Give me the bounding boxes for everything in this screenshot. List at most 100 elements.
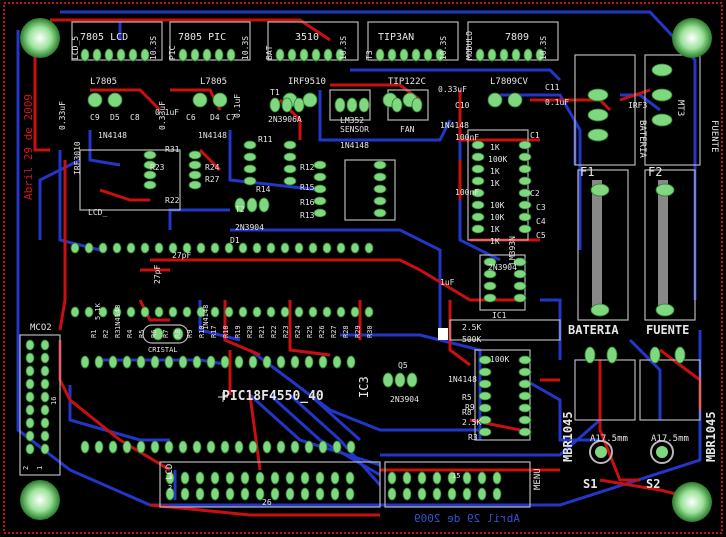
pad <box>649 346 661 364</box>
fuse-f1-label: BATERIA <box>568 323 619 337</box>
pad <box>196 242 206 254</box>
pad <box>25 430 35 442</box>
pad <box>334 97 346 113</box>
pad <box>258 197 270 213</box>
component-label: 2N3904 <box>390 395 419 404</box>
component-label: R3 <box>468 433 478 442</box>
pad <box>487 92 503 108</box>
regulator-label: TIP122C <box>388 77 426 87</box>
pad <box>478 415 492 425</box>
pad <box>387 487 397 501</box>
pad <box>513 293 527 303</box>
component-label: 27pF <box>172 251 191 260</box>
component-label: R10 <box>198 325 206 338</box>
diode-label: MBR1045 <box>704 411 718 462</box>
pad <box>276 440 286 454</box>
pad <box>483 281 497 291</box>
pad <box>80 48 90 62</box>
pad <box>535 48 545 62</box>
pad <box>302 92 318 108</box>
pad <box>432 471 442 485</box>
pad <box>518 391 532 401</box>
component-label: 26 <box>262 498 272 507</box>
component-label: 100K <box>488 155 507 164</box>
pad <box>518 355 532 365</box>
pad <box>248 355 258 369</box>
pad <box>238 242 248 254</box>
pad <box>195 487 205 501</box>
component-label: LCD_ <box>88 208 107 217</box>
pad <box>224 306 234 318</box>
component-label: FAN <box>400 125 415 134</box>
component-label: 0.33uF <box>158 101 167 130</box>
component-label: C1 <box>530 131 540 140</box>
pad <box>318 440 328 454</box>
component-label: R12 <box>300 163 315 172</box>
component-label: R22 <box>270 325 278 338</box>
component-label: R29 <box>354 325 362 338</box>
pad <box>262 355 272 369</box>
pad <box>220 440 230 454</box>
pad <box>315 471 325 485</box>
pad <box>350 242 360 254</box>
pad <box>94 440 104 454</box>
pad <box>40 378 50 390</box>
pad <box>143 180 157 190</box>
pad <box>192 355 202 369</box>
pad <box>188 170 202 180</box>
connector-right-label: FUENTE <box>709 120 719 153</box>
component-label: R23 <box>150 163 165 172</box>
component-label: R5 <box>462 393 472 402</box>
pad <box>276 355 286 369</box>
pad <box>182 242 192 254</box>
pad <box>164 355 174 369</box>
switch-s2 <box>650 440 674 464</box>
pad <box>313 184 327 194</box>
pad <box>447 471 457 485</box>
pad <box>40 417 50 429</box>
component-label: 1K <box>490 143 500 152</box>
pad <box>478 379 492 389</box>
pad <box>411 97 423 113</box>
pad <box>25 417 35 429</box>
switch-s1-rating: A17.5mm <box>590 434 628 444</box>
pad <box>70 306 80 318</box>
pad <box>590 303 610 317</box>
pad <box>178 48 188 62</box>
component-label: 1uF <box>440 278 455 287</box>
pad <box>447 487 457 501</box>
pad <box>210 242 220 254</box>
component-label: R3 <box>114 330 122 338</box>
pad <box>112 306 122 318</box>
component-label: R1 <box>90 330 98 338</box>
pad <box>246 197 258 213</box>
pad <box>518 212 532 222</box>
pad <box>587 88 609 102</box>
pad <box>40 391 50 403</box>
pad <box>25 378 35 390</box>
component-label: R23 <box>282 325 290 338</box>
pad <box>518 403 532 413</box>
component-label: 1N4148 <box>440 121 469 130</box>
component-label: R14 <box>256 185 271 194</box>
pad <box>492 471 502 485</box>
pad <box>122 440 132 454</box>
fuse-f2-label: FUENTE <box>646 323 689 337</box>
component-label: R25 <box>306 325 314 338</box>
fuse-f2-id: F2 <box>648 165 662 179</box>
pad <box>332 355 342 369</box>
pad <box>188 150 202 160</box>
pad <box>252 306 262 318</box>
pad <box>80 440 90 454</box>
pad <box>350 306 360 318</box>
pad <box>226 48 236 62</box>
pad <box>308 306 318 318</box>
pad <box>98 242 108 254</box>
mounting-hole-icon <box>672 18 712 58</box>
component-label: C10 <box>455 101 470 110</box>
pad <box>25 391 35 403</box>
pad <box>25 339 35 351</box>
pad <box>518 415 532 425</box>
pad <box>25 352 35 364</box>
pad <box>154 306 164 318</box>
